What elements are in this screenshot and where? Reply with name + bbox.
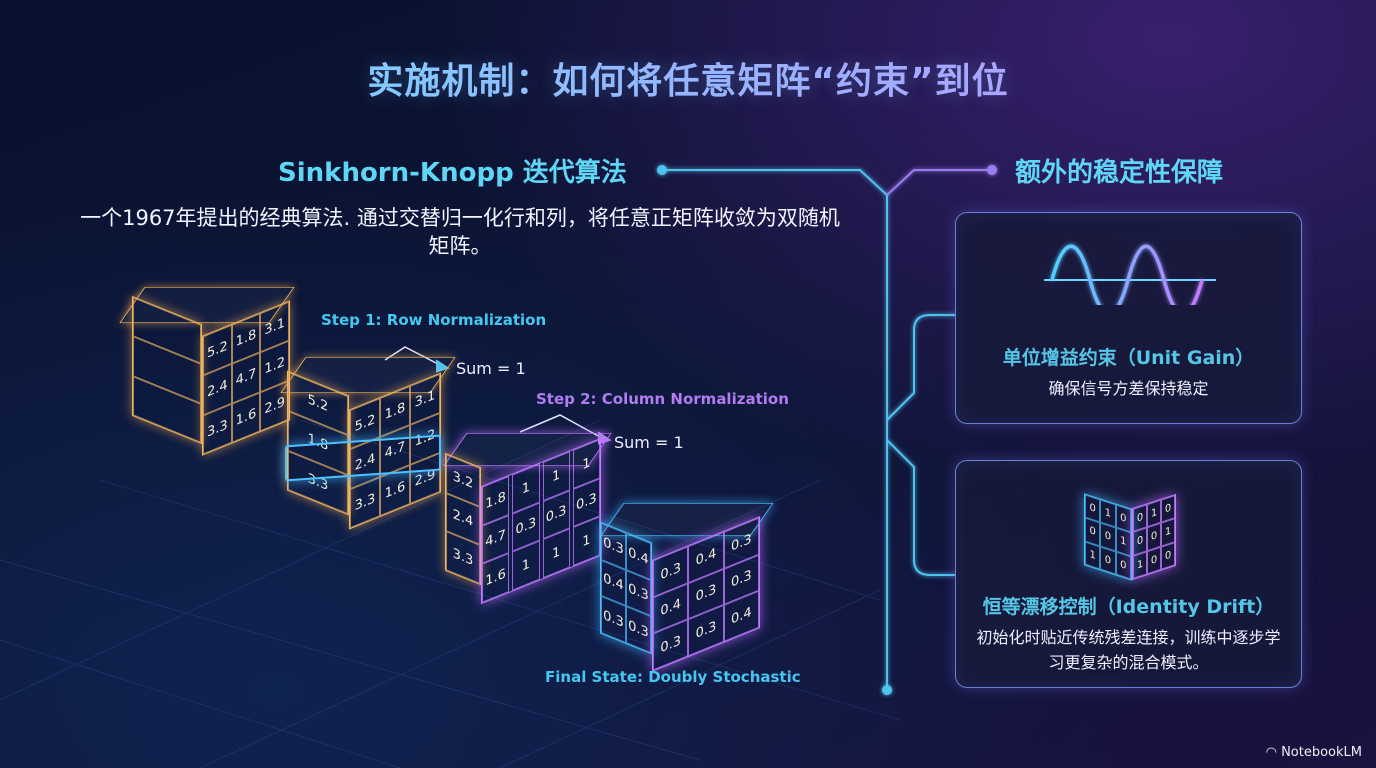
stability-heading: 额外的稳定性保障 (1015, 158, 1224, 188)
algorithm-heading: Sinkhorn-Knopp 迭代算法 (278, 158, 627, 188)
watermark: ◠ NotebookLM (1265, 745, 1362, 760)
step2-label: Step 2: Column Normalization (536, 390, 789, 408)
unit-gain-text: 确保信号方差保持稳定 (1048, 379, 1209, 398)
unit-gain-card: 单位增益约束（Unit Gain） 确保信号方差保持稳定 (955, 212, 1302, 424)
identity-drift-text: 初始化时贴近传统残差连接，训练中逐步学习更复杂的混合模式。 (976, 628, 1281, 672)
step1-sum: Sum = 1 (456, 359, 526, 378)
step2-sum: Sum = 1 (614, 433, 684, 452)
matrix-cell: 0 (1161, 541, 1175, 570)
identity-drift-title: 恒等漂移控制（Identity Drift） (982, 596, 1275, 618)
sine-wave-icon (1044, 244, 1216, 305)
matrix-cell: 0 (1115, 551, 1131, 580)
matrix-cell: 0 (1100, 546, 1116, 575)
algorithm-description: 一个1967年提出的经典算法. 通过交替归一化行和列，将任意正矩阵收敛为双随机矩… (80, 206, 840, 258)
matrix-cell: 0 (1147, 546, 1161, 575)
page-title: 实施机制：如何将任意矩阵“约束”到位 (0, 52, 1376, 104)
matrix-cell: 1 (1133, 550, 1147, 579)
final-state-label: Final State: Doubly Stochastic (545, 668, 801, 686)
matrix-cell: 1 (1085, 541, 1101, 570)
step1-label: Step 1: Row Normalization (321, 311, 547, 329)
watermark-text: NotebookLM (1281, 745, 1362, 760)
unit-gain-title: 单位增益约束（Unit Gain） (1002, 347, 1255, 369)
